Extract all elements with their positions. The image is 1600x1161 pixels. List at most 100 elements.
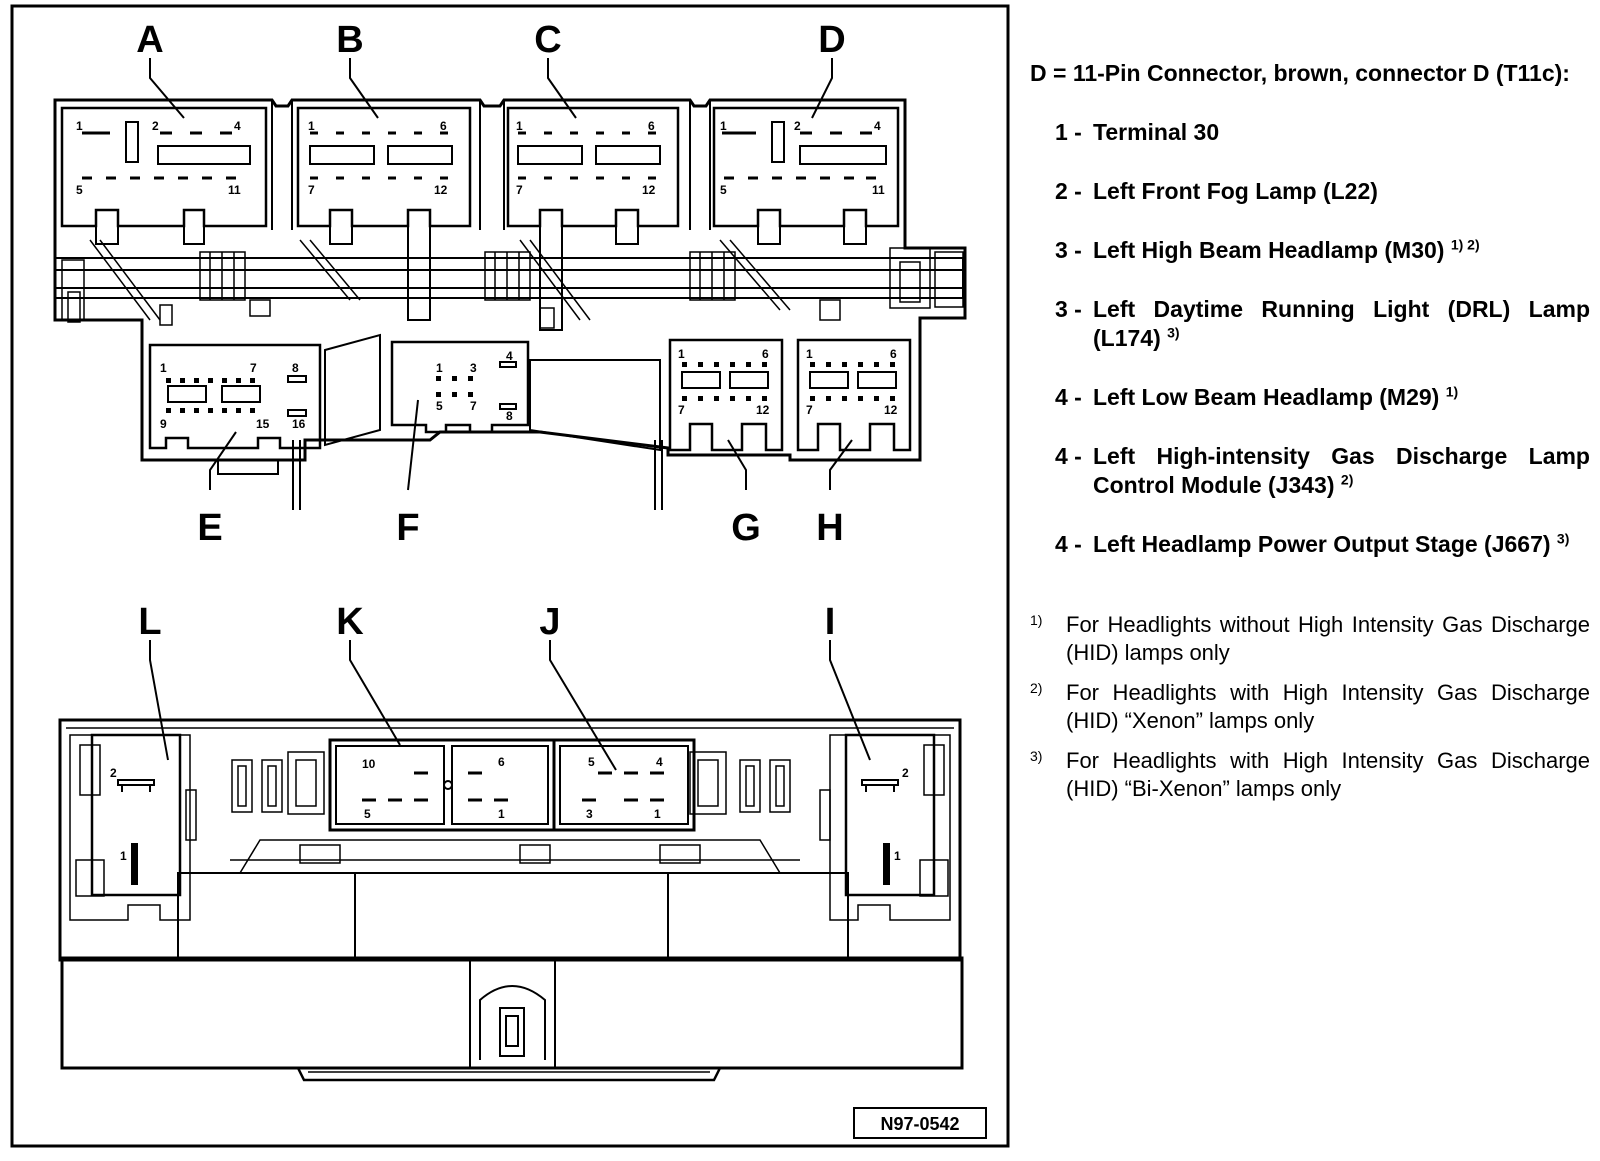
pin-label: 8 bbox=[506, 409, 513, 423]
footnote-text: For Headlights without High Intensity Ga… bbox=[1066, 612, 1590, 665]
pin-label: 8 bbox=[292, 361, 299, 375]
pin-row: 4 - Left High-intensity Gas Discharge Lam… bbox=[1030, 442, 1590, 500]
connector-d: 1 2 4 5 11 bbox=[712, 106, 900, 245]
pin-row: 1 - Terminal 30 bbox=[1030, 118, 1590, 147]
connector-c: 1 6 7 12 bbox=[506, 106, 680, 331]
pin-label: 1 bbox=[120, 849, 127, 863]
pin-label: 2 bbox=[152, 119, 159, 133]
pin-label: 5 bbox=[588, 755, 595, 769]
pin-label: 1 bbox=[678, 347, 685, 361]
pin-row: 3 - Left High Beam Headlamp (M30) 1) 2) bbox=[1030, 236, 1590, 265]
connector-diagram: 1 2 4 5 11 1 6 7 12 1 6 7 12 1 bbox=[10, 4, 1010, 1148]
pin-label: 11 bbox=[228, 183, 241, 197]
figure-id-box bbox=[853, 1107, 987, 1139]
callout-h: H bbox=[816, 507, 843, 549]
pin-number: 3 - bbox=[1055, 237, 1082, 263]
pin-label: 12 bbox=[642, 183, 656, 197]
pin-label: 2 bbox=[794, 119, 801, 133]
connector-e: 1 7 8 9 15 16 bbox=[148, 343, 322, 450]
pin-label: 1 bbox=[308, 119, 315, 133]
pin-label: 7 bbox=[516, 183, 523, 197]
pin-row: 3 - Left Daytime Running Light (DRL) Lamp… bbox=[1030, 295, 1590, 353]
pin-number: 4 - bbox=[1055, 384, 1082, 410]
footnote-mark: 3) bbox=[1030, 748, 1043, 764]
callout-j: J bbox=[539, 601, 560, 643]
pin-label: 4 bbox=[656, 755, 663, 769]
footnote-text: For Headlights with High Intensity Gas D… bbox=[1066, 680, 1590, 733]
pin-label: 6 bbox=[648, 119, 655, 133]
leader-lines-lower bbox=[149, 640, 871, 771]
callout-f: F bbox=[396, 507, 419, 549]
footnote: 1) For Headlights without High Intensity … bbox=[1030, 611, 1590, 667]
pin-label: 2 bbox=[110, 766, 117, 780]
footnotes: 1) For Headlights without High Intensity … bbox=[1030, 611, 1590, 803]
pin-label: 12 bbox=[756, 403, 770, 417]
footnote-ref: 3) bbox=[1167, 324, 1180, 341]
footnote-ref: 1) 2) bbox=[1450, 236, 1480, 253]
pin-label: 1 bbox=[654, 807, 661, 821]
pin-row: 2 -Left Front Fog Lamp (L22) bbox=[1030, 177, 1590, 206]
pin-label: 6 bbox=[762, 347, 769, 361]
footnote: 2) For Headlights with High Intensity Gas… bbox=[1030, 679, 1590, 735]
pin-label: 15 bbox=[256, 417, 270, 431]
connector-h: 1 6 7 12 bbox=[796, 338, 912, 452]
pin-number: 2 - bbox=[1055, 178, 1082, 204]
diagram-frame bbox=[10, 4, 1010, 1148]
pin-label: 7 bbox=[308, 183, 315, 197]
lower-connector-block bbox=[58, 718, 964, 1082]
callout-b: B bbox=[336, 19, 363, 61]
pin-label: 4 bbox=[874, 119, 881, 133]
pin-label: 1 bbox=[894, 849, 901, 863]
pin-label: 16 bbox=[292, 417, 306, 431]
footnote-mark: 1) bbox=[1030, 612, 1043, 628]
callout-g: G bbox=[731, 507, 761, 549]
callout-a: A bbox=[136, 19, 163, 61]
pin-label: 6 bbox=[890, 347, 897, 361]
callout-e: E bbox=[197, 507, 222, 549]
footnote-ref: 1) bbox=[1445, 383, 1459, 400]
pin-label: 1 bbox=[498, 807, 505, 821]
pin-label: 5 bbox=[364, 807, 371, 821]
footnote-mark: 2) bbox=[1030, 680, 1043, 696]
pin-label: 12 bbox=[434, 183, 448, 197]
pin-label: 12 bbox=[884, 403, 898, 417]
pin-description: Left High-intensity Gas Discharge Lamp C… bbox=[1093, 443, 1590, 498]
connector-b: 1 6 7 12 bbox=[296, 106, 472, 321]
pin-list: 1 - Terminal 30 2 -Left Front Fog Lamp (L… bbox=[1030, 118, 1590, 559]
pin-description: Left Low Beam Headlamp (M29) 1) bbox=[1093, 383, 1459, 410]
connector-a: 1 2 4 5 11 bbox=[60, 106, 268, 245]
pin-description: Left Headlamp Power Output Stage (J667) … bbox=[1093, 530, 1570, 557]
pin-label: 4 bbox=[234, 119, 241, 133]
connector-i: 2 1 bbox=[844, 733, 936, 897]
callout-l: L bbox=[138, 601, 161, 643]
legend-title: D = 11-Pin Connector, brown, connector D… bbox=[1030, 60, 1570, 86]
footnote-ref: 2) bbox=[1340, 471, 1354, 488]
pin-label: 7 bbox=[806, 403, 813, 417]
pin-label: 1 bbox=[76, 119, 83, 133]
pin-label: 3 bbox=[586, 807, 593, 821]
pin-description: Terminal 30 bbox=[1093, 119, 1220, 145]
pin-label: 7 bbox=[250, 361, 257, 375]
pin-label: 1 bbox=[160, 361, 167, 375]
connector-j: 5 4 3 1 bbox=[552, 738, 696, 832]
pin-row: 4 - Left Low Beam Headlamp (M29) 1) bbox=[1030, 383, 1590, 412]
pin-label: 7 bbox=[678, 403, 685, 417]
pin-number: 3 - bbox=[1055, 296, 1082, 322]
pin-label: 5 bbox=[720, 183, 727, 197]
pin-number: 1 - bbox=[1055, 119, 1082, 145]
connector-l: 2 1 bbox=[90, 733, 182, 897]
pin-label: 1 bbox=[720, 119, 727, 133]
footnote: 3) For Headlights with High Intensity Gas… bbox=[1030, 747, 1590, 803]
connector-k: 10 6 5 1 bbox=[328, 738, 556, 832]
pin-label: 2 bbox=[902, 766, 909, 780]
callout-i: I bbox=[825, 601, 836, 643]
callout-c: C bbox=[534, 19, 561, 61]
footnote-ref: 3) bbox=[1556, 530, 1570, 547]
pin-label: 6 bbox=[498, 755, 505, 769]
pin-label: 4 bbox=[506, 349, 513, 363]
pin-description: Left High Beam Headlamp (M30) 1) 2) bbox=[1093, 236, 1480, 263]
pin-description: Left Daytime Running Light (DRL) Lamp (L… bbox=[1093, 296, 1590, 351]
pin-number: 4 - bbox=[1055, 443, 1082, 469]
footnote-text: For Headlights with High Intensity Gas D… bbox=[1066, 748, 1590, 801]
pin-label: 5 bbox=[76, 183, 83, 197]
